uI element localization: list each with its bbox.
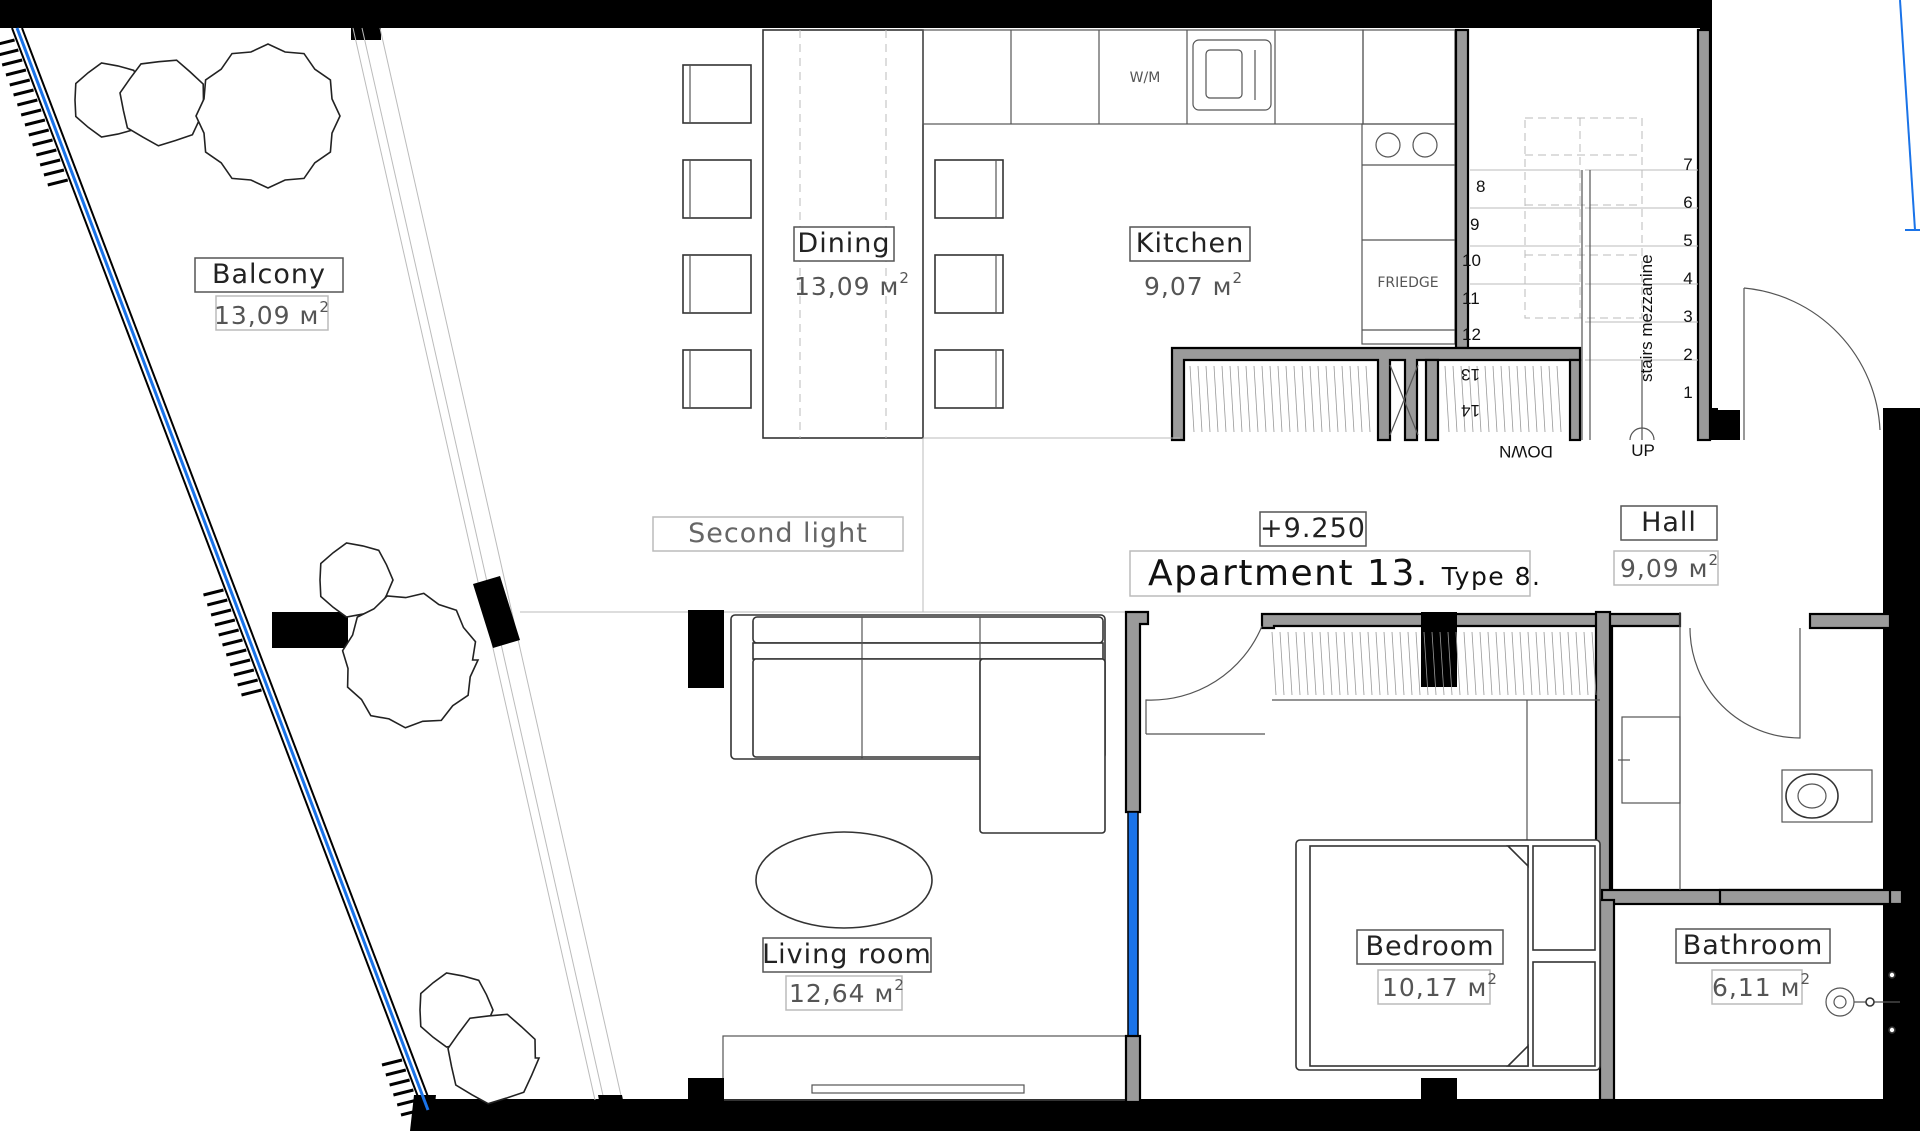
balcony-trees (74, 43, 541, 1105)
svg-text:3: 3 (1683, 307, 1692, 326)
second-light-text: Second light (688, 518, 868, 549)
svg-text:14: 14 (1461, 401, 1480, 420)
svg-text:9: 9 (1470, 215, 1479, 234)
kitchen-area: 9,07 м2 (1144, 269, 1243, 301)
svg-text:11: 11 (1462, 289, 1480, 308)
kitchen-partitions (1170, 28, 1712, 442)
apartment-title: Apartment 13. Type 8. (1129, 550, 1542, 597)
washing-machine-label: W/M (1130, 70, 1161, 86)
stairs-down-label: DOWN (1499, 442, 1553, 461)
dining-label: Dining 13,09 м2 (793, 226, 910, 301)
stair-up-steps: 7 6 5 4 3 2 1 (1683, 155, 1692, 402)
balcony-glazing (11, 27, 434, 1111)
svg-text:13: 13 (1461, 365, 1480, 384)
hall-area: 9,09 м2 (1620, 551, 1719, 583)
living-room-area: 12,64 м2 (789, 976, 905, 1008)
tv-unit (688, 1035, 1129, 1102)
svg-text:7: 7 (1683, 155, 1692, 174)
svg-text:12: 12 (1462, 325, 1481, 344)
stairs-up-label: UP (1631, 441, 1655, 460)
kitchen-label: Kitchen 9,07 м2 (1129, 226, 1251, 301)
balcony-label: Balcony 13,09 м2 (194, 257, 344, 331)
fridge-label: FRIEDGE (1377, 275, 1438, 291)
second-light-label: Second light (652, 516, 904, 552)
svg-text:2: 2 (1683, 345, 1692, 364)
railing-ticks (0, 38, 422, 1117)
balcony-name: Balcony (212, 259, 326, 290)
bathroom-name: Bathroom (1683, 930, 1824, 961)
bedroom-label: Bedroom 10,17 м2 (1356, 929, 1504, 1005)
kitchen-name: Kitchen (1136, 228, 1244, 259)
svg-text:5: 5 (1683, 231, 1692, 250)
hall-name: Hall (1641, 507, 1697, 538)
living-room-name: Living room (762, 939, 932, 970)
bathroom-area: 6,11 м2 (1712, 970, 1811, 1002)
wardrobe-hatch-bottom (1271, 631, 1597, 696)
elevation-text: +9.250 (1260, 513, 1366, 544)
svg-text:6: 6 (1683, 193, 1692, 212)
sofa (688, 610, 1106, 834)
wardrobe-hatch-top (1189, 365, 1562, 433)
dining-name: Dining (797, 228, 890, 259)
svg-text:8: 8 (1476, 177, 1485, 196)
apartment-title-text: Apartment 13. Type 8. (1148, 553, 1542, 594)
entrance-door (1743, 287, 1881, 440)
living-bedroom-partition (1124, 610, 1150, 1104)
bedroom-name: Bedroom (1365, 931, 1494, 962)
svg-text:4: 4 (1683, 269, 1692, 288)
stairs-label: stairs mezzanine (1637, 254, 1656, 382)
dining-chairs (682, 64, 1004, 409)
bedroom-door (1145, 625, 1600, 840)
bathroom-fixtures (1618, 612, 1900, 1034)
zone-lines (520, 437, 1180, 613)
svg-text:10: 10 (1462, 251, 1481, 270)
bathroom-label: Bathroom 6,11 м2 (1675, 928, 1831, 1005)
coffee-table (755, 831, 933, 929)
dining-area: 13,09 м2 (794, 269, 910, 301)
living-room-label: Living room 12,64 м2 (762, 937, 932, 1011)
stair-down-steps: 8 9 10 11 12 13 14 (1461, 177, 1485, 420)
elevation-label: +9.250 (1259, 511, 1367, 547)
stairs (1470, 117, 1698, 441)
balcony-rails (272, 27, 625, 1110)
window-fragment (1899, 0, 1916, 231)
hall-label: Hall 9,09 м2 (1613, 505, 1719, 586)
bedroom-area: 10,17 м2 (1382, 970, 1498, 1002)
balcony-area: 13,09 м2 (214, 298, 330, 330)
svg-text:1: 1 (1683, 383, 1692, 402)
